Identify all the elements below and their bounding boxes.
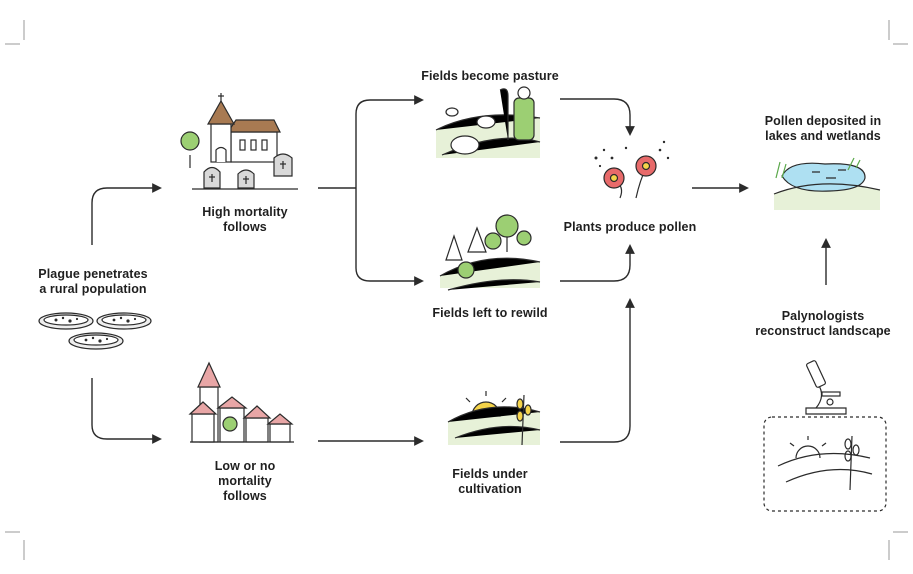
label-cultivation: Fields under cultivation [452,467,528,496]
arrow-cultivation-to-pollen [560,298,635,443]
label-pasture: Fields become pasture [421,69,559,83]
arrow-to-pasture [355,95,424,188]
arrows [91,95,831,446]
label-rewild: Fields left to rewild [432,306,548,320]
crop-marks [5,20,908,560]
church-graveyard-icon [180,93,298,190]
arrow-plague-to-high [91,183,162,245]
lake-icon [773,157,881,210]
petri-dishes-icon [38,312,152,350]
microscope-icon [805,360,847,415]
label-high-mortality: High mortality follows [202,205,288,234]
arrow-to-rewild [355,188,424,286]
flowers-pollen-icon [594,140,670,199]
label-low-mortality: Low or no mortality follows [214,459,276,503]
sunrise-wheat-icon [447,391,541,446]
village-icon [188,361,294,443]
label-deposited: Pollen deposited in lakes and wetlands [764,114,882,143]
arrow-rewild-to-pollen [560,244,635,282]
label-plague: Plague penetrates a rural population [38,267,148,296]
arrow-pasture-to-pollen [560,98,635,136]
label-pollen: Plants produce pollen [563,220,697,234]
shepherd-sheep-icon [435,86,541,158]
sketch-landscape-icon [763,416,887,512]
forest-icon [439,214,541,291]
label-palynologists: Palynologists reconstruct landscape [755,309,891,338]
arrow-plague-to-low [91,378,162,444]
